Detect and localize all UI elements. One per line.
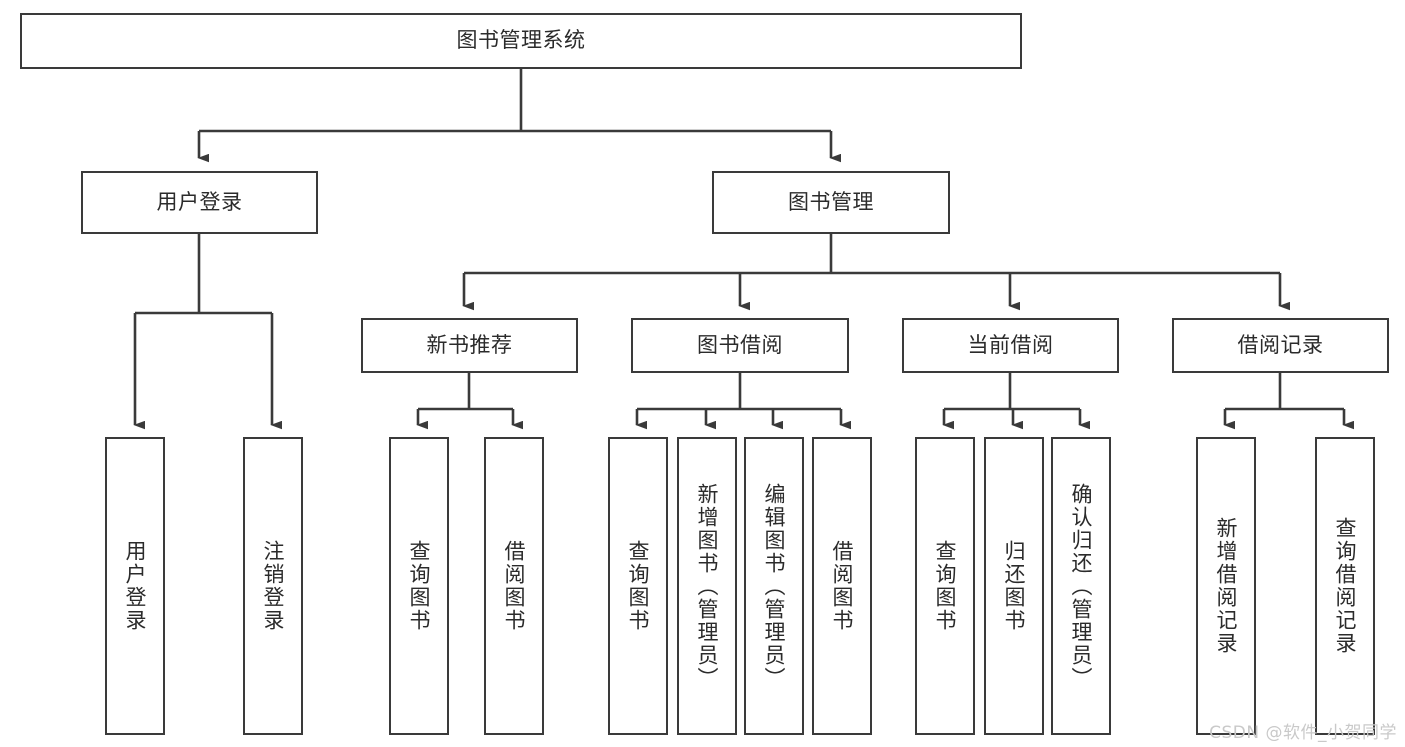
- leaf-confirm-return-label: 确认归还（管理员）: [1069, 482, 1094, 690]
- leaf-edit-book[interactable]: 编辑图书（管理员）: [744, 437, 804, 735]
- node-new-book-recommend-label: 新书推荐: [426, 332, 513, 357]
- leaf-user-login-label: 用户登录: [123, 540, 148, 632]
- node-user-login[interactable]: 用户登录: [81, 171, 318, 234]
- node-user-login-label: 用户登录: [156, 189, 243, 214]
- node-borrow-record[interactable]: 借阅记录: [1172, 318, 1389, 373]
- leaf-return-book[interactable]: 归还图书: [984, 437, 1044, 735]
- node-current-borrow-label: 当前借阅: [967, 332, 1054, 357]
- leaf-query-book-2-label: 查询图书: [626, 540, 651, 632]
- leaf-query-book-1[interactable]: 查询图书: [389, 437, 449, 735]
- node-current-borrow[interactable]: 当前借阅: [902, 318, 1119, 373]
- leaf-borrow-book-2[interactable]: 借阅图书: [812, 437, 872, 735]
- leaf-edit-book-label: 编辑图书（管理员）: [762, 482, 787, 690]
- node-root[interactable]: 图书管理系统: [20, 13, 1022, 69]
- node-book-borrow[interactable]: 图书借阅: [631, 318, 849, 373]
- node-new-book-recommend[interactable]: 新书推荐: [361, 318, 578, 373]
- node-root-label: 图书管理系统: [456, 28, 586, 53]
- csdn-watermark: CSDN @软件_小贺同学: [1209, 723, 1397, 743]
- leaf-query-book-1-label: 查询图书: [407, 540, 432, 632]
- leaf-query-record[interactable]: 查询借阅记录: [1315, 437, 1375, 735]
- leaf-query-book-3[interactable]: 查询图书: [915, 437, 975, 735]
- leaf-add-record-label: 新增借阅记录: [1214, 517, 1239, 655]
- leaf-add-record[interactable]: 新增借阅记录: [1196, 437, 1256, 735]
- leaf-query-record-label: 查询借阅记录: [1333, 517, 1358, 655]
- node-book-manage-label: 图书管理: [788, 189, 874, 214]
- leaf-logout-label: 注销登录: [261, 540, 286, 632]
- leaf-borrow-book-1-label: 借阅图书: [502, 540, 527, 632]
- leaf-confirm-return[interactable]: 确认归还（管理员）: [1051, 437, 1111, 735]
- leaf-add-book-label: 新增图书（管理员）: [695, 482, 720, 690]
- leaf-return-book-label: 归还图书: [1002, 540, 1027, 632]
- node-borrow-record-label: 借阅记录: [1237, 332, 1324, 357]
- leaf-query-book-2[interactable]: 查询图书: [608, 437, 668, 735]
- leaf-borrow-book-2-label: 借阅图书: [830, 540, 855, 632]
- leaf-user-login[interactable]: 用户登录: [105, 437, 165, 735]
- node-book-manage[interactable]: 图书管理: [712, 171, 950, 234]
- leaf-logout[interactable]: 注销登录: [243, 437, 303, 735]
- leaf-borrow-book-1[interactable]: 借阅图书: [484, 437, 544, 735]
- node-book-borrow-label: 图书借阅: [697, 332, 783, 357]
- leaf-query-book-3-label: 查询图书: [933, 540, 958, 632]
- leaf-add-book[interactable]: 新增图书（管理员）: [677, 437, 737, 735]
